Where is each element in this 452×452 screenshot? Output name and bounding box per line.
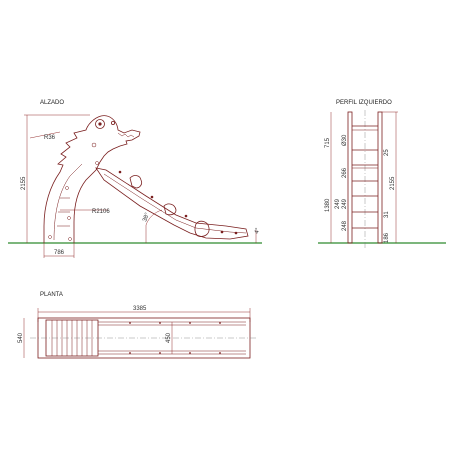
left-post — [347, 111, 353, 244]
dim-249-a: 249 — [335, 198, 341, 209]
dim-width-450: 450 — [166, 332, 172, 343]
dim-1380: 1380 — [325, 198, 331, 212]
dim-266: 266 — [342, 167, 348, 178]
dim-angle-4: 4° — [254, 227, 261, 235]
body-hole — [48, 235, 52, 239]
slide-claw-upper — [129, 175, 143, 189]
slide-bolt — [118, 170, 122, 174]
slide-bolt — [150, 195, 154, 199]
side-profile-view: 715 Ø30 266 1380 249 249 248 2155 25 31 … — [318, 110, 446, 250]
body-hole — [68, 237, 72, 241]
right-post — [377, 111, 383, 244]
plan-title: PLANTA — [40, 292, 63, 298]
crocodile-inner-line — [53, 163, 83, 241]
slide-bolt — [234, 231, 238, 235]
crocodile-eye — [95, 119, 105, 129]
dim-248: 248 — [342, 220, 348, 231]
dim-31: 31 — [384, 211, 390, 218]
crocodile-body — [43, 115, 141, 243]
elevation-view: R36 2155 R2106 38° 4° 786 — [8, 114, 262, 258]
dim-186: 186 — [384, 232, 390, 243]
dim-249-b: 249 — [342, 198, 348, 209]
slide-chute-edge — [103, 173, 247, 234]
slide-claw-middle — [163, 203, 177, 216]
slide-chute — [95, 167, 249, 240]
dim-height-left: 2155 — [21, 176, 27, 190]
dim-height-right: 2155 — [390, 176, 396, 190]
dim-width-3385: 3385 — [133, 306, 147, 312]
slide-claw-lower — [194, 220, 210, 237]
side-profile-title: PERFIL IZQUIERDO — [336, 100, 392, 106]
body-hole — [67, 216, 71, 220]
dim-25: 25 — [384, 149, 390, 156]
plan-bolts — [129, 322, 221, 354]
body-hole — [65, 186, 69, 190]
dim-width-786: 786 — [54, 250, 65, 256]
dim-line — [29, 131, 61, 139]
elevation-title: ALZADO — [40, 100, 64, 106]
crocodile-nostril — [111, 121, 116, 126]
dim-angle-38: 38° — [142, 212, 151, 223]
crocodile-jaw — [117, 132, 135, 138]
dim-r36: R36 — [44, 135, 56, 141]
dim-715: 715 — [325, 137, 331, 148]
dim-diameter-30: Ø30 — [342, 134, 348, 146]
slide-bolt — [220, 230, 224, 234]
dim-width-540: 540 — [18, 332, 24, 343]
body-hole — [95, 161, 99, 165]
dim-r2106: R2106 — [92, 209, 110, 215]
crocodile-pupil — [98, 122, 102, 126]
body-hole — [91, 142, 97, 148]
slide-bolt — [184, 214, 188, 218]
plan-view: 3385 540 — [18, 306, 258, 359]
